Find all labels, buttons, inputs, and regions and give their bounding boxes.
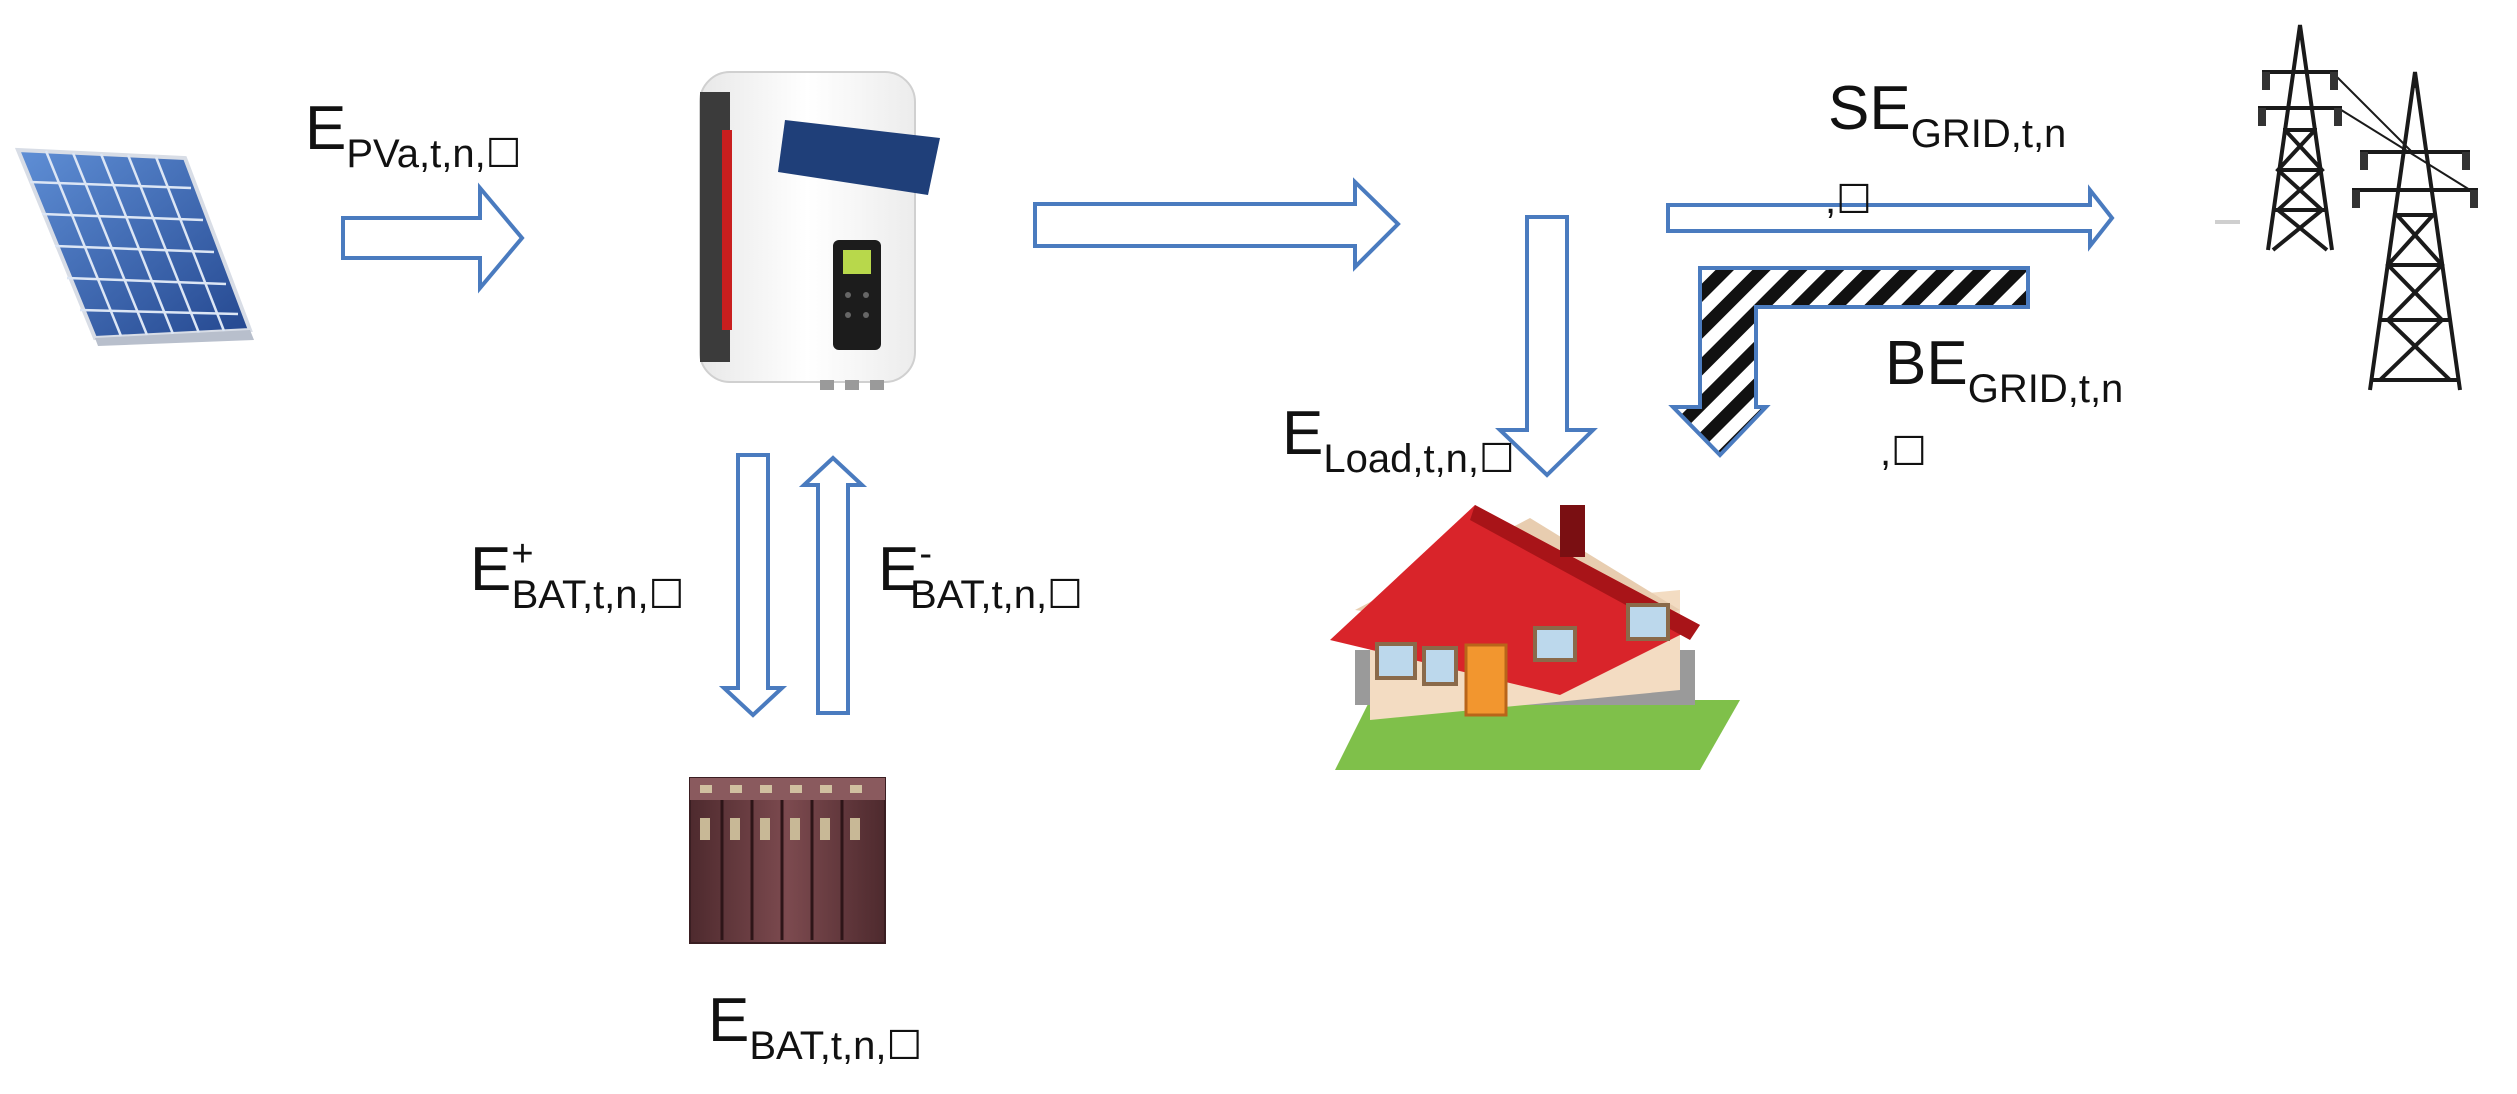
label-e-bat-plus-base: E: [470, 535, 512, 604]
arrow-bus-to-grid: [1666, 184, 2115, 252]
label-se-grid-sub: GRID,t,n: [1910, 112, 2067, 156]
label-e-bat-plus-sup: +: [511, 533, 534, 575]
label-e-load-sub: Load,t,n,☐: [1323, 437, 1515, 481]
label-e-pv: EPVa,t,n,☐: [305, 98, 522, 176]
battery-bank-icon: [689, 777, 886, 944]
label-e-pv-sub: PVa,t,n,☐: [346, 132, 522, 176]
arrow-bus-to-load: [1495, 215, 1598, 478]
label-e-bat-plus-sub: BAT,t,n,☐: [511, 573, 685, 617]
label-e-bat-sub: BAT,t,n,☐: [749, 1024, 923, 1068]
label-se-grid-base: SE: [1828, 74, 1911, 143]
arrow-inverter-to-bus: [1033, 177, 1401, 272]
label-se-grid-tail: ,☐: [1825, 178, 1872, 222]
arrow-grid-to-load: [1668, 266, 2030, 458]
house-icon: [1330, 505, 1740, 770]
arrow-battery-to-inverter: [798, 455, 868, 715]
label-e-bat-minus-base: E: [878, 535, 920, 604]
label-e-load: ELoad,t,n,☐: [1282, 403, 1515, 481]
solar-panel-icon: [14, 147, 254, 346]
label-e-bat-minus-sup: -: [919, 533, 933, 575]
label-e-pv-base: E: [305, 94, 347, 163]
label-e-bat-base: E: [708, 986, 750, 1055]
label-e-bat-minus: E-BAT,t,n,☐: [878, 535, 1083, 615]
label-e-bat: EBAT,t,n,☐: [708, 990, 923, 1068]
label-se-grid: SEGRID,t,n: [1828, 78, 2067, 156]
label-be-grid-sub: GRID,t,n: [1967, 367, 2124, 411]
label-e-load-base: E: [1282, 399, 1324, 468]
label-e-bat-plus: E+BAT,t,n,☐: [470, 535, 685, 615]
label-be-grid-tail: ,☐: [1880, 430, 1927, 474]
inverter-icon: [699, 71, 940, 390]
label-e-bat-minus-sub: BAT,t,n,☐: [910, 573, 1083, 617]
label-be-grid-base: BE: [1885, 329, 1968, 398]
arrow-pv-to-inverter: [341, 182, 525, 294]
label-be-grid: BEGRID,t,n: [1885, 333, 2124, 411]
arrow-inverter-to-battery: [718, 453, 788, 718]
power-pylon-icon: [2215, 24, 2478, 391]
